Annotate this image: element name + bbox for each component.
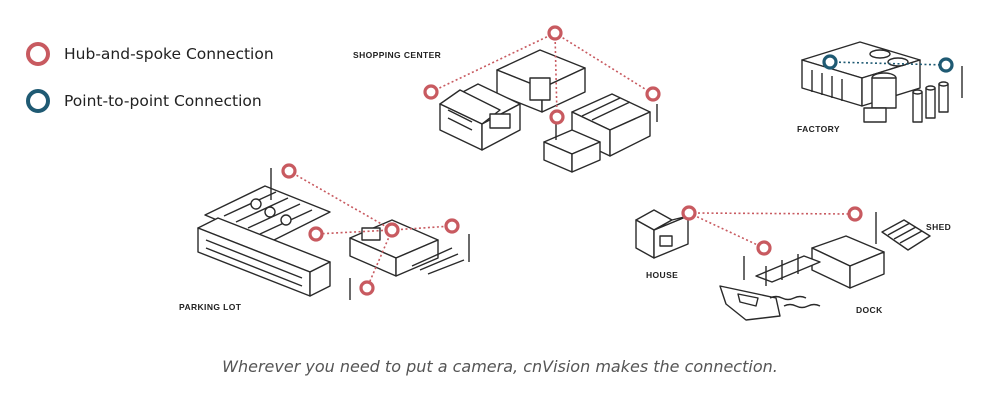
- hub-node: [384, 222, 400, 238]
- legend-hub-label: Hub-and-spoke Connection: [64, 45, 274, 63]
- shopping-center-label: SHOPPING CENTER: [353, 50, 442, 60]
- hub-node: [681, 205, 697, 221]
- dock-structures: [719, 212, 885, 321]
- factory-label: FACTORY: [797, 124, 840, 134]
- legend-hub-item: Hub-and-spoke Connection: [26, 42, 274, 66]
- shopping-center-buildings: [439, 49, 658, 173]
- camera-nodes: [281, 25, 954, 296]
- spoke-node: [549, 109, 565, 125]
- p2p-node: [822, 54, 838, 70]
- dock-label: DOCK: [856, 305, 883, 315]
- parking-lot-area: [197, 168, 470, 300]
- hub-connections: [288, 32, 856, 289]
- legend-p2p-item: Point-to-point Connection: [26, 89, 262, 113]
- caption: Wherever you need to put a camera, cnVis…: [222, 357, 778, 376]
- p2p-connections: [829, 61, 947, 66]
- p2p-node: [938, 57, 954, 73]
- spoke-node: [359, 280, 375, 296]
- factory-buildings: [801, 41, 963, 123]
- hub-node: [547, 25, 563, 41]
- parking-lot-label: PARKING LOT: [179, 302, 242, 312]
- spoke-node: [444, 218, 460, 234]
- house-building: [635, 209, 689, 259]
- shed-label: SHED: [926, 222, 952, 232]
- spoke-node: [308, 226, 324, 242]
- spoke-node: [423, 84, 439, 100]
- spoke-node: [281, 163, 297, 179]
- hub-ring-icon: [26, 42, 50, 66]
- spoke-node: [756, 240, 772, 256]
- spoke-node: [645, 86, 661, 102]
- house-label: HOUSE: [646, 270, 679, 280]
- p2p-ring-icon: [26, 89, 50, 113]
- legend-p2p-label: Point-to-point Connection: [64, 92, 262, 110]
- shed-building: [881, 219, 931, 251]
- spoke-node: [847, 206, 863, 222]
